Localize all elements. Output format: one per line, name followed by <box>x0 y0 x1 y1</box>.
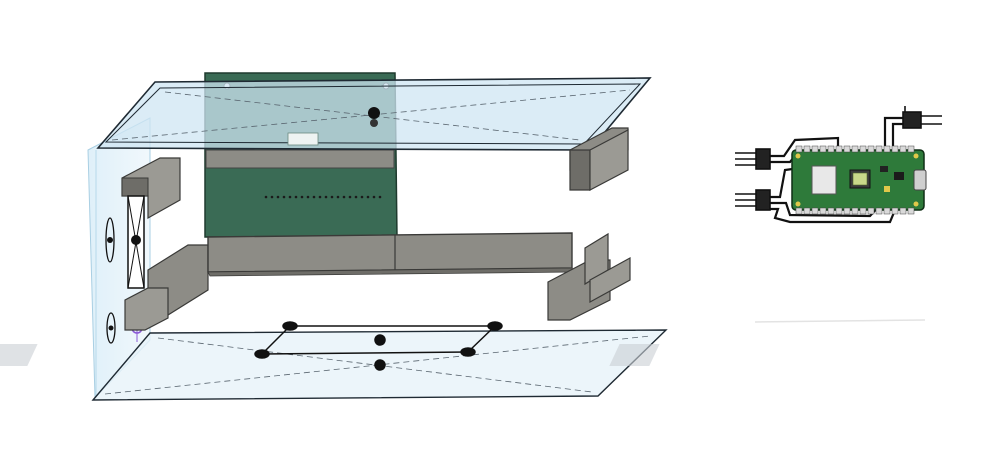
top-glass-lid-inner <box>104 83 642 145</box>
usb-port <box>913 169 927 191</box>
bracket-top-right <box>569 127 629 191</box>
assembly-view <box>0 72 668 401</box>
smd-component <box>884 186 890 192</box>
front-wall <box>207 232 575 277</box>
mcu-chip-inner <box>852 172 868 186</box>
plate-foot <box>0 344 38 366</box>
fan-icon <box>106 312 116 344</box>
wiring-schematic <box>735 106 942 323</box>
mount-hole <box>913 153 919 159</box>
bracket-left-lower <box>124 244 209 331</box>
mount-hole <box>795 201 801 207</box>
mount-hole <box>913 201 919 207</box>
pin-header-row <box>264 195 382 199</box>
mounting-pattern <box>254 321 503 371</box>
ground-shadow <box>754 319 926 323</box>
wifi-module <box>811 165 837 195</box>
board-header-top <box>795 145 915 153</box>
connector-pin-icon <box>902 106 942 129</box>
plate-foot <box>609 344 660 366</box>
smd-component <box>894 172 904 180</box>
mount-hole <box>795 153 801 159</box>
bracket-right-lower <box>547 232 631 321</box>
plate-diagonal <box>157 337 593 393</box>
lid-label-block <box>287 132 319 146</box>
lid-standoff <box>368 107 380 119</box>
microcontroller-board <box>791 145 927 215</box>
smd-component <box>880 166 888 172</box>
connector-pin-icon <box>735 148 771 211</box>
board-header-bottom <box>795 207 915 215</box>
lid-standoff <box>370 119 378 127</box>
rear-rail <box>205 149 395 169</box>
fan-icon <box>105 217 115 263</box>
fan-mount <box>127 195 145 289</box>
bracket-left-top <box>121 157 181 220</box>
